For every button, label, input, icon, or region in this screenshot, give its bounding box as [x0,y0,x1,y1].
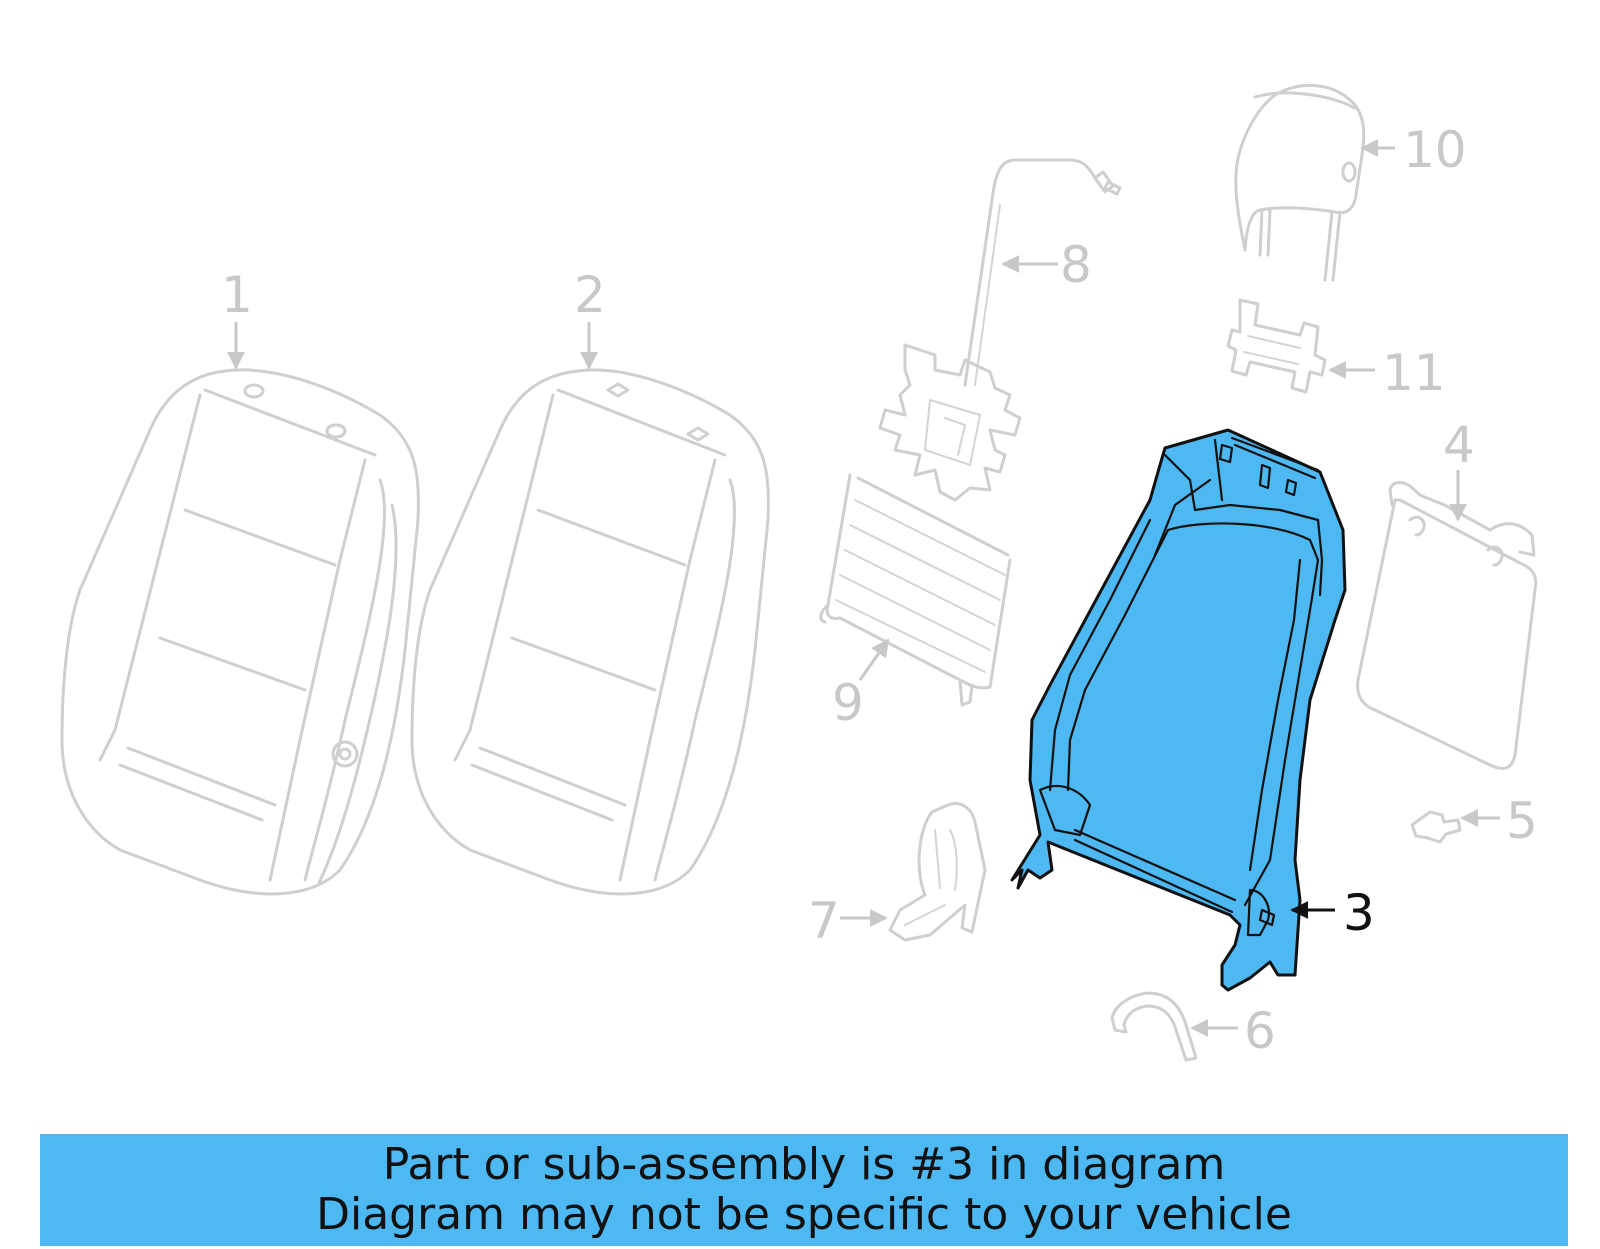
callout-7: 7 [808,892,840,950]
callout-6: 6 [1244,1002,1276,1060]
part-11-headrest-guide: 11 [1226,298,1446,402]
part-3-seat-back-frame: 3 [1010,428,1375,992]
part-2-seat-back-cover: 2 [410,266,770,896]
part-6-hook-clip: 6 [1110,991,1276,1062]
callout-4: 4 [1443,416,1475,474]
part-9-lumbar-mat: 9 [819,473,1012,732]
info-banner: Part or sub-assembly is #3 in diagram Di… [40,1134,1568,1246]
callout-9: 9 [832,674,864,732]
part-4-back-panel: 4 [1356,416,1538,770]
callout-1: 1 [221,266,253,324]
part-5-clip: 5 [1410,792,1538,850]
callout-5: 5 [1506,792,1538,850]
part-7-side-cover: 7 [808,802,987,950]
callout-3: 3 [1343,884,1375,942]
banner-line-2: Diagram may not be specific to your vehi… [316,1189,1292,1240]
callout-10: 10 [1403,121,1467,179]
part-1-seat-back-cover: 1 [60,266,420,896]
callout-2: 2 [574,266,606,324]
part-10-headrest: 10 [1234,83,1467,282]
callout-11: 11 [1382,344,1446,402]
part-8-lumbar-cable: 8 [878,158,1122,502]
banner-line-1: Part or sub-assembly is #3 in diagram [382,1139,1226,1190]
callout-8: 8 [1060,236,1092,294]
